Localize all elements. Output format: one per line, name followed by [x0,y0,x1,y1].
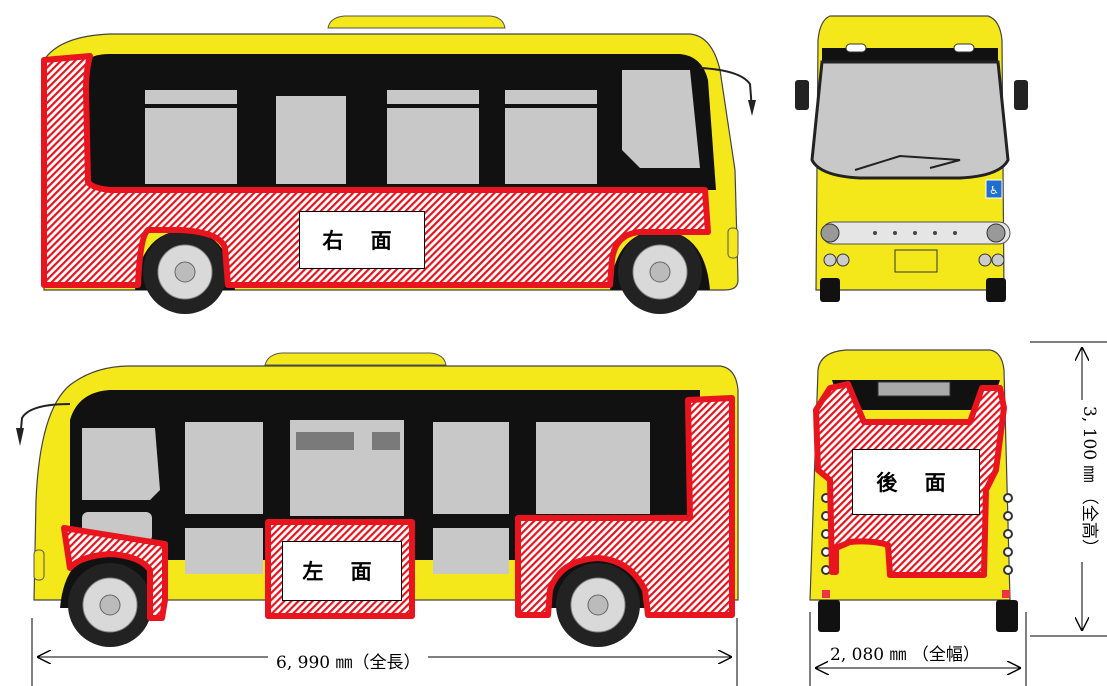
right-side-label: 右 面 [299,211,425,269]
left-side-ad-area-rear [515,395,735,618]
right-side-ad-area [41,53,711,288]
wheelchair-icon [985,179,1003,199]
svg-text:♿: ♿ [989,184,999,197]
rear-label: 後 面 [852,449,980,515]
width-dimension-text: 2, 080 ㎜ （全幅） [828,640,982,665]
right-side-windows [145,70,700,184]
bus-right-side-view [41,15,756,314]
length-dimension-text: 6, 990 ㎜（全長） [268,648,429,673]
dimension-lines [31,341,1107,686]
left-side-wheels [68,563,640,647]
left-side-ad-area-front [61,525,168,621]
left-mirror [19,403,71,441]
bus-left-side-view [16,352,739,647]
bus-front-view: ♿ [795,15,1028,302]
right-side-wheels [143,230,702,314]
height-dimension-text: 3, 100 ㎜ （全高） [1079,400,1104,562]
right-mirror [699,67,753,111]
left-side-label: 左 面 [282,541,402,601]
